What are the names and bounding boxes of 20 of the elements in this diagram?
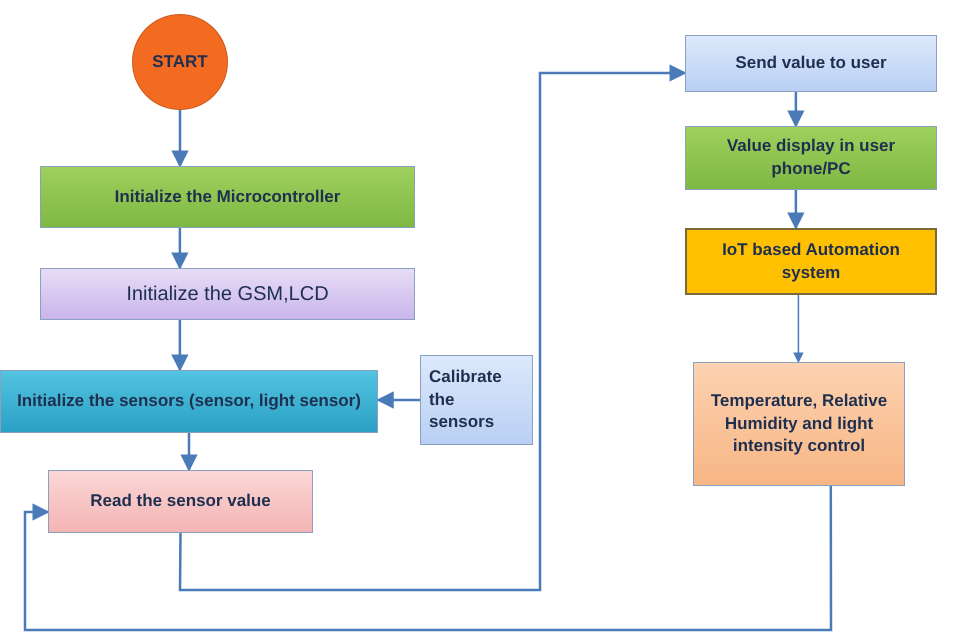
arrow: [787, 92, 805, 128]
process-box: Initialize the GSM,LCD: [40, 268, 415, 320]
arrow: [376, 391, 420, 409]
arrow: [171, 228, 189, 270]
arrow: [787, 190, 805, 230]
process-box: Initialize the Microcontroller: [40, 166, 415, 228]
arrow: [793, 295, 804, 364]
arrow: [24, 486, 832, 632]
process-box: Read the sensor value: [48, 470, 313, 533]
start-circle: START: [132, 14, 228, 110]
arrow: [178, 64, 687, 592]
process-box: Temperature, Relative Humidity and light intensity control: [693, 362, 905, 486]
process-box: IoT based Automation system: [685, 228, 937, 295]
arrow: [180, 433, 198, 472]
process-box: Value display in user phone/PC: [685, 126, 937, 190]
arrow: [171, 110, 189, 168]
process-box: Initialize the sensors (sensor, light sensor): [0, 370, 378, 433]
process-box: Send value to user: [685, 35, 937, 92]
arrow: [171, 320, 189, 372]
process-box: Calibrate the sensors: [420, 355, 533, 445]
